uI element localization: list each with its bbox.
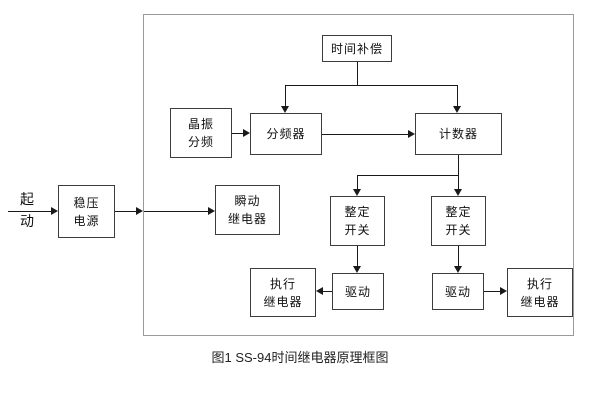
block-setting-switch-left: 整定 开关 bbox=[330, 196, 385, 246]
connector-start-to-power bbox=[8, 211, 51, 212]
arrowhead bbox=[208, 207, 215, 215]
connector-power-to-frame bbox=[115, 211, 136, 212]
connector-to-setting-left bbox=[357, 175, 358, 189]
connector-to-divider bbox=[285, 85, 286, 106]
connector-setting-to-drive-left bbox=[357, 246, 358, 266]
arrowhead bbox=[500, 287, 507, 295]
arrowhead bbox=[136, 207, 143, 215]
connector-counter-branch bbox=[357, 175, 458, 176]
arrowhead bbox=[316, 287, 323, 295]
arrowhead bbox=[51, 207, 58, 215]
arrowhead bbox=[243, 129, 250, 137]
block-drive-right: 驱动 bbox=[432, 273, 484, 310]
arrowhead bbox=[453, 106, 461, 113]
connector-setting-to-drive-right bbox=[458, 246, 459, 266]
block-counter: 计数器 bbox=[415, 113, 502, 155]
start-signal-label: 起 动 bbox=[20, 191, 34, 229]
block-instant-relay: 瞬动 继电器 bbox=[215, 185, 280, 235]
connector-divider-to-counter bbox=[322, 134, 408, 135]
connector-frame-to-instant-relay bbox=[144, 211, 208, 212]
connector-timecomp-down bbox=[357, 62, 358, 85]
diagram-frame bbox=[143, 14, 574, 336]
block-exec-relay-left: 执行 继电器 bbox=[250, 268, 316, 317]
arrowhead bbox=[353, 189, 361, 196]
connector-to-counter bbox=[457, 85, 458, 106]
arrowhead bbox=[454, 266, 462, 273]
connector-to-setting-right bbox=[458, 175, 459, 189]
block-exec-relay-right: 执行 继电器 bbox=[507, 268, 573, 317]
connector-drive-to-exec-left bbox=[323, 291, 332, 292]
arrowhead bbox=[454, 189, 462, 196]
block-time-compensation: 时间补偿 bbox=[322, 35, 392, 62]
connector-counter-down bbox=[458, 155, 459, 175]
arrowhead bbox=[408, 130, 415, 138]
connector-crystal-to-divider bbox=[232, 133, 243, 134]
arrowhead bbox=[353, 266, 361, 273]
arrowhead bbox=[281, 106, 289, 113]
figure-caption: 图1 SS-94时间继电器原理框图 bbox=[211, 350, 389, 365]
block-frequency-divider: 分频器 bbox=[250, 113, 322, 155]
block-setting-switch-right: 整定 开关 bbox=[431, 196, 486, 246]
block-stabilized-power: 稳压 电源 bbox=[58, 185, 115, 238]
connector-timecomp-branch bbox=[285, 85, 457, 86]
block-drive-left: 驱动 bbox=[332, 273, 384, 310]
connector-drive-to-exec-right bbox=[484, 291, 500, 292]
block-crystal-divider: 晶振 分频 bbox=[170, 108, 232, 158]
